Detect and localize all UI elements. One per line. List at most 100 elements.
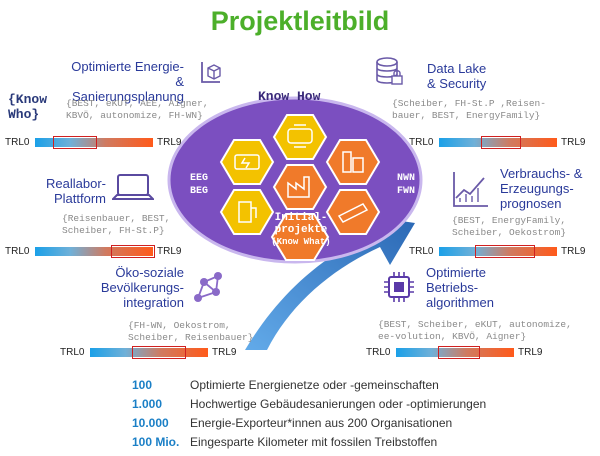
- network-nodes-icon: [194, 272, 222, 302]
- trl-bar: [439, 138, 557, 147]
- trl-bar: [90, 348, 208, 357]
- know-who-line-2: Who}: [8, 107, 40, 122]
- line-chart-icon: [453, 172, 488, 207]
- label-fwn: FWN: [397, 186, 416, 197]
- item-reallabor-label: Reallabor- Plattform: [40, 176, 106, 206]
- label-beg: BEG: [190, 186, 209, 197]
- partners-line-1: {BEST, eKUT, AEE, Aigner,: [66, 98, 209, 109]
- trl-marker: [53, 136, 97, 149]
- item-reallabor-partners: {Reisenbauer, BEST, Scheiber, FH-St.P}: [62, 213, 192, 237]
- hex-top: [272, 114, 328, 160]
- legend-num-3: 10.000: [132, 416, 169, 430]
- trl-bar: [35, 138, 153, 147]
- trl-end: TRL9: [518, 347, 543, 358]
- trl-marker: [132, 346, 186, 359]
- item-energy-planning-line-1: Optimierte Energie-: [71, 59, 184, 74]
- item-algorithms-partners: {BEST, Scheiber, eKUT, autonomize, ee-vo…: [378, 319, 596, 343]
- partners-line-2: Scheiber, Reisenbauer}: [128, 332, 254, 343]
- item-algorithms-label: Optimierte Betriebs- algorithmen: [426, 265, 494, 310]
- legend-text-2: Hochwertige Gebäudesanierungen oder -opt…: [190, 397, 487, 411]
- item-data-lake-partners: {Scheiber, FH-St.P ,Reisen- bauer, BEST,…: [392, 98, 592, 122]
- trl-scale-data-lake: TRL0 TRL9: [409, 136, 597, 150]
- trl-scale-algorithms: TRL0 TRL9: [366, 346, 556, 360]
- trl-end: TRL9: [212, 347, 237, 358]
- center-left-labels: EEG BEG: [190, 172, 208, 198]
- trl-marker: [475, 245, 535, 258]
- know-who-label: {Know Who}: [8, 92, 47, 122]
- trl-start: TRL0: [409, 137, 434, 148]
- item-prognosis-line-1: Verbrauchs- &: [500, 166, 583, 181]
- know-who-line-1: {Know: [8, 92, 48, 107]
- item-prognosis-partners: {BEST, EnergyFamily, Scheiber, Oekostrom…: [452, 215, 592, 239]
- hex-factory: [272, 164, 328, 210]
- partners-line-2: Scheiber, FH-St.P}: [62, 225, 165, 236]
- partners-line-1: {BEST, EnergyFamily,: [452, 215, 567, 226]
- item-algorithms-line-1: Optimierte: [426, 265, 486, 280]
- item-energy-planning-line-2: & Sanierungsplanung: [71, 74, 184, 104]
- know-how-label: Know How: [258, 89, 321, 104]
- item-algorithms-line-2: Betriebs-: [426, 280, 479, 295]
- database-icon: [376, 57, 403, 85]
- legend-text-4: Eingesparte Kilometer mit fossilen Treib…: [190, 435, 438, 449]
- item-data-lake-line-2: & Security: [427, 76, 487, 91]
- item-energy-planning-partners: {BEST, eKUT, AEE, Aigner, KBVÖ, autonomi…: [66, 98, 236, 122]
- item-prognosis-line-2: Erzeugungs-: [500, 181, 574, 196]
- legend-num-1: 100: [132, 378, 153, 392]
- page-title: Projektleitbild: [210, 6, 390, 36]
- trl-end: TRL9: [157, 137, 182, 148]
- item-reallabor-line-1: Reallabor-: [46, 176, 106, 191]
- cube-ruler-icon: [201, 62, 221, 83]
- central-diagram: [167, 96, 423, 350]
- trl-scale-prognosis: TRL0 TRL9: [409, 245, 597, 259]
- hex-battery: [219, 139, 275, 185]
- partners-line-1: {FH-WN, Oekostrom,: [128, 320, 231, 331]
- item-algorithms-line-3: algorithmen: [426, 295, 494, 310]
- trl-marker: [111, 245, 155, 258]
- trl-scale-energy-planning: TRL0 TRL9: [5, 136, 195, 150]
- legend-text-3: Energie-Exporteur*innen aus 200 Organisa…: [190, 416, 453, 430]
- trl-marker: [438, 346, 480, 359]
- know-why-arrow: [245, 215, 415, 350]
- item-social-line-1: Öko-soziale: [115, 265, 184, 280]
- item-reallabor-line-2: Plattform: [53, 191, 106, 206]
- trl-marker: [481, 136, 521, 149]
- trl-start: TRL0: [5, 246, 30, 257]
- trl-start: TRL0: [5, 137, 30, 148]
- item-social-partners: {FH-WN, Oekostrom, Scheiber, Reisenbauer…: [128, 320, 268, 344]
- partners-line-2: ee-volution, KBVÖ, Aigner}: [378, 331, 527, 342]
- trl-bar: [439, 247, 557, 256]
- label-nwn: NWN: [397, 173, 416, 184]
- item-social-label: Öko-soziale Bevölkerungs- integration: [84, 265, 184, 310]
- initial-line-2: projekte: [274, 224, 328, 236]
- trl-bar: [396, 348, 514, 357]
- hex-initial: [270, 213, 330, 261]
- item-prognosis-label: Verbrauchs- & Erzeugungs- prognosen: [500, 166, 582, 211]
- trl-scale-reallabor: TRL0 TRL9: [5, 245, 195, 259]
- trl-end: TRL9: [561, 137, 586, 148]
- item-social-line-2: Bevölkerungs-: [100, 280, 184, 295]
- initial-projects-label: Initial- projekte (Know What): [266, 212, 336, 248]
- legend-num-4: 100 Mio.: [132, 435, 180, 449]
- partners-line-1: {Scheiber, FH-St.P ,Reisen-: [392, 98, 546, 109]
- label-eeg: EEG: [190, 173, 209, 184]
- partners-line-2: bauer, BEST, EnergyFamily}: [392, 110, 541, 121]
- center-right-labels: NWN FWN: [397, 172, 415, 198]
- trl-start: TRL0: [60, 347, 85, 358]
- trl-start: TRL0: [366, 347, 391, 358]
- item-data-lake-line-1: Data Lake: [427, 61, 487, 76]
- item-data-lake-label: Data Lake & Security: [427, 61, 486, 91]
- trl-end: TRL9: [157, 246, 182, 257]
- trl-bar: [35, 247, 153, 256]
- partners-line-1: {Reisenbauer, BEST,: [62, 213, 171, 224]
- item-energy-planning-label: Optimierte Energie- & Sanierungsplanung: [62, 59, 184, 104]
- item-prognosis-line-3: prognosen: [500, 196, 562, 211]
- hex-solar: [325, 189, 381, 235]
- partners-line-2: KBVÖ, autonomize, FH-WN}: [66, 110, 203, 121]
- trl-end: TRL9: [561, 246, 586, 257]
- cpu-chip-icon: [384, 272, 414, 302]
- trl-scale-social: TRL0 TRL9: [60, 346, 250, 360]
- trl-start: TRL0: [409, 246, 434, 257]
- hex-ev-charger: [219, 189, 275, 235]
- legend-num-2: 1.000: [132, 397, 163, 411]
- initial-line-3: (Know What): [271, 237, 331, 247]
